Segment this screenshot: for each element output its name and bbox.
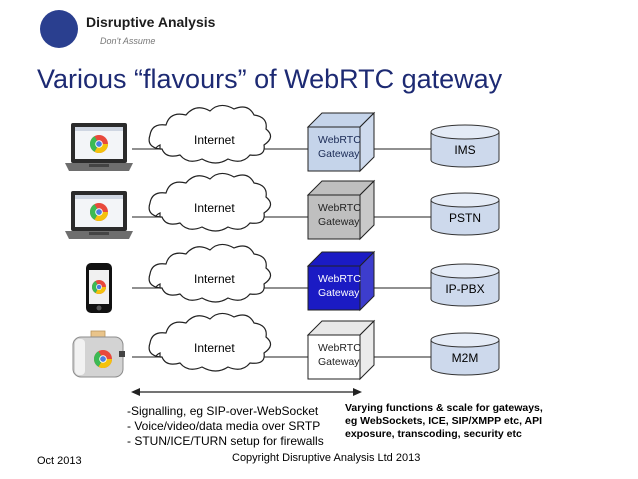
endpoint-label: PSTN [449, 211, 481, 225]
endpoint-cylinder: M2M [430, 332, 500, 376]
endpoint-cylinder: PSTN [430, 192, 500, 236]
scope-arrow [131, 388, 362, 396]
internet-cloud: Internet [148, 243, 272, 303]
varying-line: eg WebSockets, ICE, SIP/XMPP etc, API [345, 415, 543, 427]
internet-cloud: Internet [148, 172, 272, 232]
gateway-row: Internet WebRTC Gateway IP-PBX [86, 243, 500, 313]
gateway-row: Internet WebRTC Gateway PSTN [65, 172, 500, 241]
gateway-label: Gateway [318, 216, 360, 228]
gateway-label: WebRTC [318, 342, 361, 354]
endpoint-label: IMS [454, 143, 475, 157]
toaster-icon [72, 330, 125, 378]
internet-cloud: Internet [148, 312, 272, 372]
laptop-icon [65, 191, 133, 239]
varying-functions-note: Varying functions & scale for gateways, … [345, 402, 543, 441]
varying-line: exposure, transcoding, security etc [345, 428, 522, 440]
gateway-label: WebRTC [318, 273, 361, 285]
cloud-label: Internet [194, 341, 235, 355]
webrtc-gateway: WebRTC Gateway [306, 250, 376, 312]
note-line: - STUN/ICE/TURN setup for firewalls [127, 434, 324, 448]
internet-cloud: Internet [148, 104, 272, 164]
gateway-row: Internet WebRTC Gateway IMS [65, 104, 500, 173]
logo-name: Disruptive Analysis [86, 14, 216, 30]
cloud-label: Internet [194, 201, 235, 215]
gateway-label: Gateway [318, 356, 360, 368]
note-line: -Signalling, eg SIP-over-WebSocket [127, 404, 319, 418]
footer-date: Oct 2013 [37, 455, 82, 467]
protocol-notes: -Signalling, eg SIP-over-WebSocket - Voi… [127, 404, 324, 449]
gateway-label: WebRTC [318, 134, 361, 146]
company-logo: Disruptive Analysis Don't Assume [40, 10, 240, 54]
logo-tagline: Don't Assume [100, 36, 156, 46]
webrtc-gateway: WebRTC Gateway [306, 179, 376, 241]
logo-mark-icon [40, 10, 78, 48]
footer-copyright: Copyright Disruptive Analysis Ltd 2013 [232, 452, 421, 464]
note-line: - Voice/video/data media over SRTP [127, 419, 321, 433]
webrtc-gateway: WebRTC Gateway [306, 111, 376, 173]
gateway-label: Gateway [318, 148, 360, 160]
varying-line: Varying functions & scale for gateways, [345, 402, 543, 414]
gateway-row: Internet WebRTC Gateway M2M [72, 312, 500, 381]
cloud-label: Internet [194, 272, 235, 286]
webrtc-gateway: WebRTC Gateway [306, 319, 376, 381]
endpoint-label: IP-PBX [445, 282, 484, 296]
smartphone-icon [86, 263, 112, 313]
slide-title: Various “flavours” of WebRTC gateway [37, 64, 503, 94]
endpoint-cylinder: IMS [430, 124, 500, 168]
endpoint-cylinder: IP-PBX [430, 263, 500, 307]
endpoint-label: M2M [452, 351, 479, 365]
gateway-label: Gateway [318, 287, 360, 299]
cloud-label: Internet [194, 133, 235, 147]
laptop-icon [65, 123, 133, 171]
gateway-label: WebRTC [318, 202, 361, 214]
